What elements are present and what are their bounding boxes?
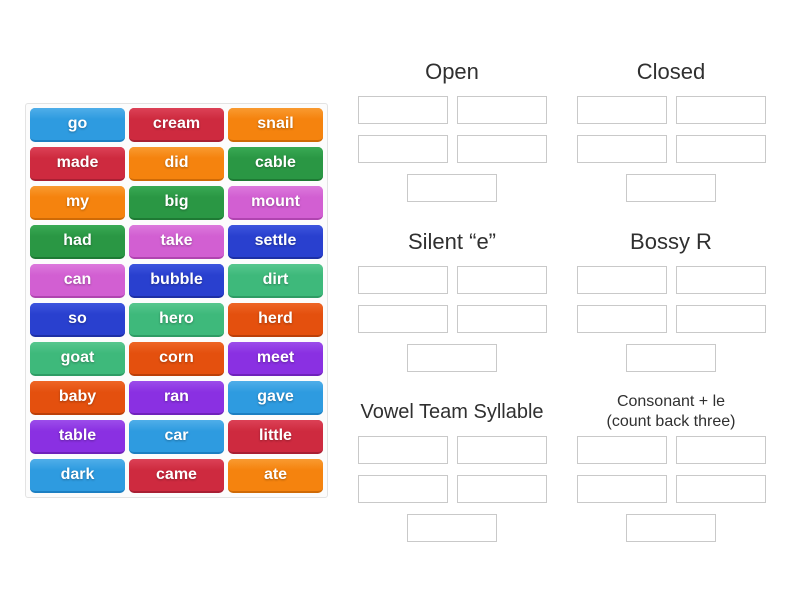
word-tile-meet[interactable]: meet <box>228 342 323 376</box>
drop-slot-consonant-le-2[interactable] <box>675 436 766 464</box>
drop-slot-bossy-r-3[interactable] <box>576 305 667 333</box>
word-tile-bubble[interactable]: bubble <box>129 264 224 298</box>
category-title-consonant-le: Consonant + le (count back three) <box>606 393 736 430</box>
slot-grid-silent-e <box>355 266 549 372</box>
drop-slot-silent-e-4[interactable] <box>456 305 547 333</box>
drop-slot-consonant-le-5[interactable] <box>626 514 716 542</box>
word-tile-dark[interactable]: dark <box>30 459 125 493</box>
word-tile-did[interactable]: did <box>129 147 224 181</box>
word-tile-dirt[interactable]: dirt <box>228 264 323 298</box>
word-tile-gave[interactable]: gave <box>228 381 323 415</box>
word-tile-baby[interactable]: baby <box>30 381 125 415</box>
drop-slot-closed-2[interactable] <box>675 96 766 124</box>
category-bossy-r: Bossy R <box>574 222 768 372</box>
slot-grid-open <box>355 96 549 202</box>
word-tile-snail[interactable]: snail <box>228 108 323 142</box>
drop-slot-open-3[interactable] <box>357 135 448 163</box>
word-tile-ate[interactable]: ate <box>228 459 323 493</box>
category-title-bossy-r: Bossy R <box>630 229 712 255</box>
drop-slot-closed-5[interactable] <box>626 174 716 202</box>
word-tile-go[interactable]: go <box>30 108 125 142</box>
drop-slot-closed-4[interactable] <box>675 135 766 163</box>
word-tile-take[interactable]: take <box>129 225 224 259</box>
word-tile-big[interactable]: big <box>129 186 224 220</box>
drop-slot-vowel-team-3[interactable] <box>357 475 448 503</box>
drop-slot-vowel-team-4[interactable] <box>456 475 547 503</box>
word-tile-corn[interactable]: corn <box>129 342 224 376</box>
word-tile-mount[interactable]: mount <box>228 186 323 220</box>
drop-slot-vowel-team-1[interactable] <box>357 436 448 464</box>
drop-slot-silent-e-3[interactable] <box>357 305 448 333</box>
drop-slot-silent-e-2[interactable] <box>456 266 547 294</box>
category-title-vowel-team: Vowel Team Syllable <box>360 400 544 423</box>
drop-slot-vowel-team-2[interactable] <box>456 436 547 464</box>
category-vowel-team: Vowel Team Syllable <box>355 392 549 542</box>
category-closed: Closed <box>574 52 768 202</box>
drop-slot-closed-1[interactable] <box>576 96 667 124</box>
slot-grid-consonant-le <box>574 436 768 542</box>
word-tile-table[interactable]: table <box>30 420 125 454</box>
word-tile-hero[interactable]: hero <box>129 303 224 337</box>
drop-slot-vowel-team-5[interactable] <box>407 514 497 542</box>
word-tile-goat[interactable]: goat <box>30 342 125 376</box>
category-open: Open <box>355 52 549 202</box>
drop-slot-open-5[interactable] <box>407 174 497 202</box>
word-tile-had[interactable]: had <box>30 225 125 259</box>
slot-grid-bossy-r <box>574 266 768 372</box>
word-tile-settle[interactable]: settle <box>228 225 323 259</box>
slot-grid-closed <box>574 96 768 202</box>
category-title-open: Open <box>425 59 479 85</box>
word-tile-ran[interactable]: ran <box>129 381 224 415</box>
category-title-closed: Closed <box>636 59 706 85</box>
drop-slot-closed-3[interactable] <box>576 135 667 163</box>
drop-slot-consonant-le-3[interactable] <box>576 475 667 503</box>
slot-grid-vowel-team <box>355 436 549 542</box>
word-tile-made[interactable]: made <box>30 147 125 181</box>
drop-slot-bossy-r-4[interactable] <box>675 305 766 333</box>
drop-slot-consonant-le-1[interactable] <box>576 436 667 464</box>
word-tile-car[interactable]: car <box>129 420 224 454</box>
word-tile-can[interactable]: can <box>30 264 125 298</box>
drop-slot-bossy-r-2[interactable] <box>675 266 766 294</box>
drop-slot-silent-e-1[interactable] <box>357 266 448 294</box>
drop-slot-open-2[interactable] <box>456 96 547 124</box>
word-tile-little[interactable]: little <box>228 420 323 454</box>
word-tile-my[interactable]: my <box>30 186 125 220</box>
drop-slot-consonant-le-4[interactable] <box>675 475 766 503</box>
word-tile-came[interactable]: came <box>129 459 224 493</box>
word-tile-cable[interactable]: cable <box>228 147 323 181</box>
drop-slot-silent-e-5[interactable] <box>407 344 497 372</box>
drop-slot-open-4[interactable] <box>456 135 547 163</box>
category-consonant-le: Consonant + le (count back three) <box>574 392 768 542</box>
category-silent-e: Silent “e” <box>355 222 549 372</box>
drop-slot-bossy-r-1[interactable] <box>576 266 667 294</box>
drop-slot-bossy-r-5[interactable] <box>626 344 716 372</box>
word-tile-herd[interactable]: herd <box>228 303 323 337</box>
word-tile-cream[interactable]: cream <box>129 108 224 142</box>
word-tile-so[interactable]: so <box>30 303 125 337</box>
category-title-silent-e: Silent “e” <box>407 229 497 255</box>
drop-slot-open-1[interactable] <box>357 96 448 124</box>
